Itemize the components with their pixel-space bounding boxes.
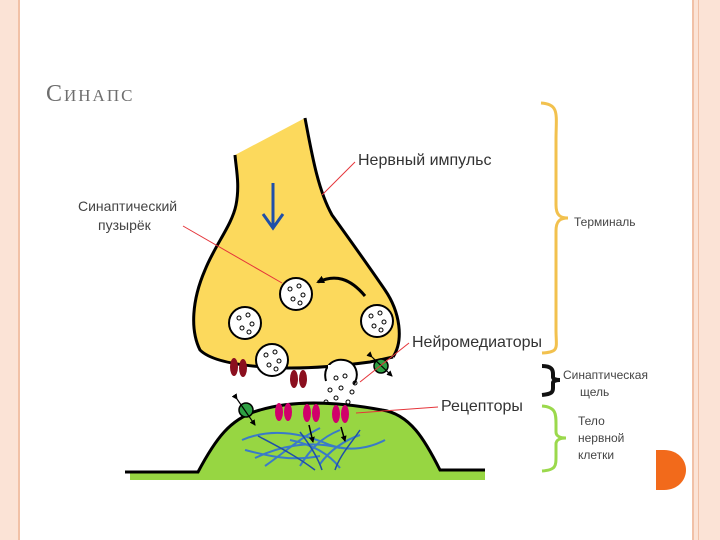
vesicle-recycling-arrow — [316, 275, 367, 297]
pointer-vesicle — [182, 225, 283, 284]
label-cleft-line-1: Синаптическая — [563, 368, 648, 382]
postsynaptic-receptor-3 — [332, 405, 349, 423]
label-body-line-1: Тело — [578, 414, 605, 428]
postsynaptic-receptor-2 — [303, 404, 320, 422]
synaptic-vesicle-2 — [228, 306, 262, 340]
slide-title: Синапс — [46, 81, 135, 107]
nerve-impulse-arrowhead — [261, 213, 285, 231]
label-synaptic-vesicle-line-1: Синаптический — [78, 198, 178, 214]
decorative-orange-mark — [650, 450, 686, 490]
synaptic-vesicle-3 — [360, 304, 394, 338]
pointer-neurotransmitters — [359, 342, 410, 383]
pointer-nerve-impulse — [321, 161, 356, 196]
presynaptic-ion-channel-1 — [230, 358, 247, 377]
synaptic-vesicle-4 — [255, 343, 289, 377]
label-body-line-2: нервной — [578, 431, 625, 445]
terminal-membrane-right — [303, 117, 401, 358]
left-frame-band — [0, 0, 18, 540]
left-frame-line — [18, 0, 20, 540]
label-body-line-3: клетки — [578, 448, 615, 462]
label-cleft-line-2: щель — [580, 385, 610, 399]
cytoskeleton-fibers-dark — [257, 429, 361, 471]
reuptake-arrow — [366, 351, 393, 377]
terminal-brace — [540, 101, 569, 355]
postsynaptic-transporter-arrow — [231, 393, 256, 426]
released-neurotransmitters — [323, 373, 358, 405]
right-frame-line-2 — [698, 0, 699, 540]
fusion-pore — [328, 365, 352, 387]
label-terminal: Терминаль — [574, 215, 636, 229]
pointer-receptors — [355, 406, 439, 414]
label-synaptic-vesicle-line-2: пузырёк — [98, 217, 151, 233]
label-receptors: Рецепторы — [441, 398, 523, 415]
label-nerve-impulse: Нервный импульс — [358, 152, 492, 169]
signal-arrow-2 — [340, 426, 347, 442]
terminal-membrane-left — [192, 154, 394, 370]
right-frame-band — [692, 0, 720, 540]
label-neurotransmitters: Нейромедиаторы — [412, 334, 542, 351]
right-frame-line — [692, 0, 694, 540]
cleft-brace — [541, 364, 561, 397]
postsynaptic-receptor-1 — [275, 403, 292, 421]
synaptic-vesicle-1 — [279, 277, 313, 311]
presynaptic-terminal — [193, 118, 400, 369]
body-brace — [541, 404, 567, 473]
presynaptic-ion-channel-2 — [290, 370, 307, 388]
signal-arrow-1 — [308, 424, 315, 443]
